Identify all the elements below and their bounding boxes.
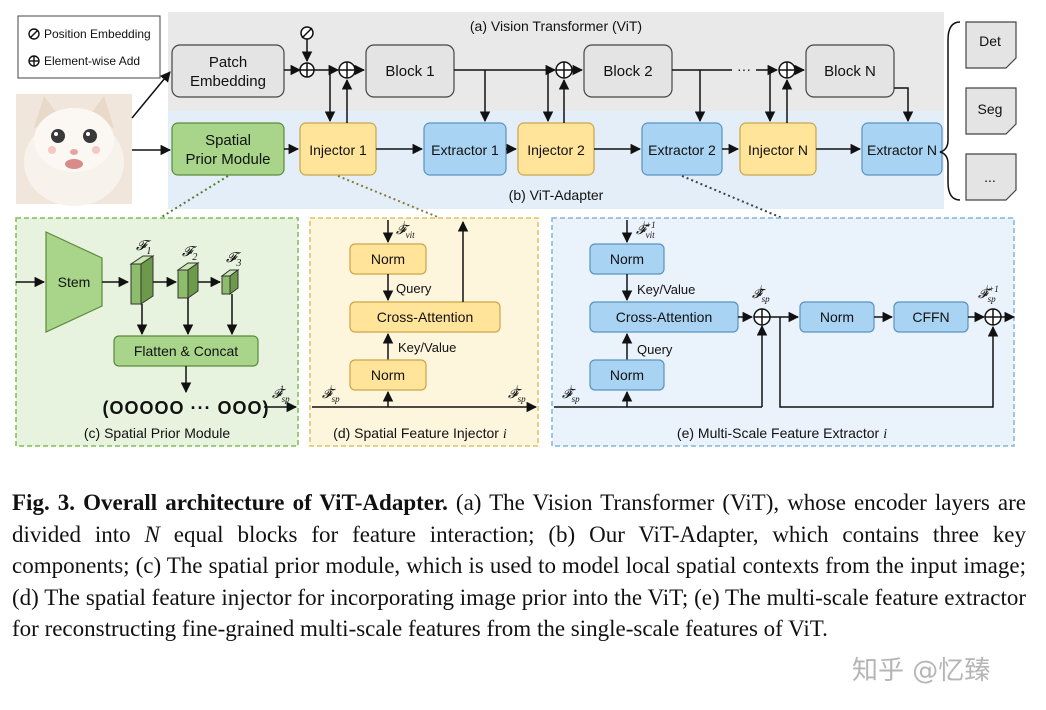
add-icon-n bbox=[778, 61, 796, 79]
extractor-n-box bbox=[861, 122, 943, 176]
feature-map-1 bbox=[129, 255, 155, 305]
spm-label-2: Prior Module bbox=[185, 151, 270, 168]
extractor-vit-input-label: 𝓕viti+1 bbox=[636, 220, 656, 240]
legend-element-wise-add: Element-wise Add bbox=[44, 54, 140, 68]
spm-label-1: Spatial bbox=[205, 132, 251, 149]
stem-label: Stem bbox=[58, 274, 91, 290]
vit-ellipsis: ··· bbox=[737, 61, 751, 77]
spm-output-label: 𝓕sp1 bbox=[272, 384, 290, 404]
extractor-add-icon-2 bbox=[984, 308, 1002, 326]
image-to-patch-arrow bbox=[131, 71, 171, 119]
element-wise-add-icon bbox=[28, 55, 40, 67]
injector-1-label: Injector 1 bbox=[309, 142, 367, 158]
legend: Position Embedding Element-wise Add bbox=[17, 15, 161, 79]
output-more-tag: ... bbox=[965, 153, 1017, 201]
output-seg-tag: Seg bbox=[965, 87, 1017, 135]
block-n-box bbox=[805, 44, 895, 98]
panel-c-title: (c) Spatial Prior Module bbox=[84, 425, 230, 441]
extractor-norm-top-label: Norm bbox=[610, 251, 644, 267]
extractor-keyvalue-label: Key/Value bbox=[637, 282, 695, 297]
interaction-arrows bbox=[324, 70, 914, 123]
block-1-label: Block 1 bbox=[385, 63, 434, 80]
feature-map-3 bbox=[220, 269, 240, 295]
add-icon-1 bbox=[338, 61, 356, 79]
flatten-concat-label: Flatten & Concat bbox=[134, 343, 238, 359]
injector-cross-attention-label: Cross-Attention bbox=[377, 309, 473, 325]
patch-embedding-label-2: Embedding bbox=[190, 73, 266, 90]
block-2-box bbox=[583, 44, 673, 98]
output-det-tag: Det bbox=[965, 21, 1017, 69]
injector-query-label: Query bbox=[396, 281, 432, 296]
injector-cross-attention bbox=[349, 301, 501, 333]
caption-title: Fig. 3. Overall architecture of ViT-Adap… bbox=[12, 490, 448, 515]
injector-norm-bottom-label: Norm bbox=[371, 367, 405, 383]
extractor-cross-attention-label: Cross-Attention bbox=[616, 309, 712, 325]
caption-text-2: equal blocks for feature interaction; (b… bbox=[12, 521, 1026, 642]
figure-caption: Fig. 3. Overall architecture of ViT-Adap… bbox=[12, 487, 1026, 645]
extractor-n-label: Extractor N bbox=[867, 142, 937, 158]
extractor-norm-bottom-label: Norm bbox=[610, 367, 644, 383]
position-add-icon bbox=[299, 62, 315, 78]
patch-embedding-box bbox=[171, 44, 285, 98]
output-bracket bbox=[939, 21, 961, 201]
extractor-cffn-label: CFFN bbox=[912, 309, 949, 325]
extractor-add-icon-1 bbox=[753, 308, 771, 326]
extractor-norm-mid-label: Norm bbox=[820, 309, 854, 325]
caption-text-1: (a) The Vision Transformer (ViT), whose … bbox=[12, 490, 1026, 547]
output-det-label: Det bbox=[979, 33, 1001, 49]
block-2-label: Block 2 bbox=[603, 63, 652, 80]
legend-position-embedding: Position Embedding bbox=[44, 27, 151, 41]
input-image bbox=[16, 94, 132, 206]
caption-n: N bbox=[144, 521, 160, 547]
injector-norm-top-label: Norm bbox=[371, 251, 405, 267]
block-1-box bbox=[365, 44, 455, 98]
injector-keyvalue-label: Key/Value bbox=[398, 340, 456, 355]
extractor-1-label: Extractor 1 bbox=[431, 142, 499, 158]
extractor-query-label: Query bbox=[637, 342, 673, 357]
position-embedding-icon bbox=[28, 28, 40, 40]
architecture-diagram: (a) Vision Transformer (ViT) (b) ViT-Ada… bbox=[15, 12, 1017, 447]
injector-2-label: Injector 2 bbox=[527, 142, 585, 158]
position-embedding-symbol-icon bbox=[300, 26, 314, 40]
extractor-norm-bottom bbox=[589, 359, 665, 391]
token-sequence: (OOOOO ··· OOO) bbox=[103, 398, 270, 418]
adapter-title: (b) ViT-Adapter bbox=[509, 187, 604, 203]
add-icon-2 bbox=[555, 61, 573, 79]
extractor-2-label: Extractor 2 bbox=[648, 142, 716, 158]
extractor-sp-output-label: 𝓕spi+1 bbox=[978, 284, 999, 304]
block-n-label: Block N bbox=[824, 63, 876, 80]
watermark: 知乎 @忆臻 bbox=[852, 656, 991, 686]
vit-title: (a) Vision Transformer (ViT) bbox=[470, 18, 642, 34]
feature-map-2 bbox=[176, 262, 200, 299]
stem-shape bbox=[45, 231, 103, 333]
patch-embedding-label-1: Patch bbox=[209, 54, 247, 71]
injector-n-label: Injector N bbox=[748, 142, 808, 158]
output-seg-label: Seg bbox=[978, 101, 1003, 117]
output-more-label: ... bbox=[984, 169, 996, 185]
injector-norm-bottom bbox=[349, 359, 427, 391]
